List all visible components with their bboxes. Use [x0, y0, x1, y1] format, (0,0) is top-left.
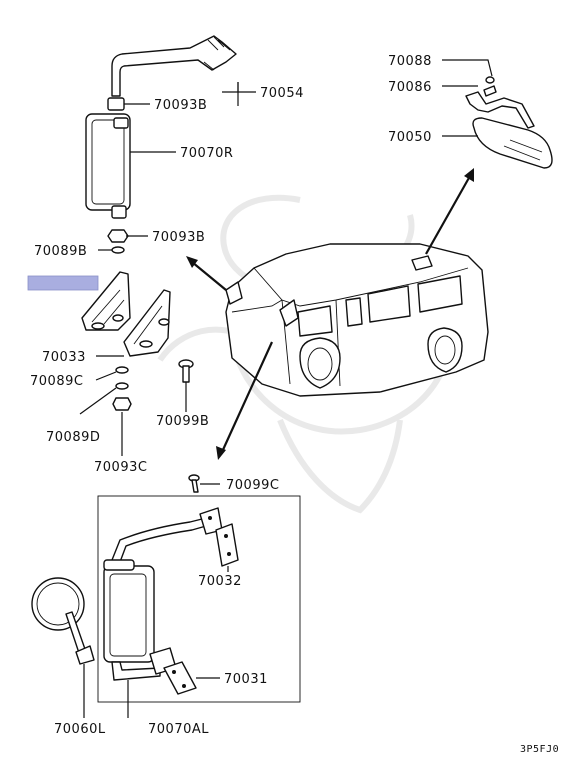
highlight-box — [27, 275, 99, 291]
label-70089D: 70089D — [46, 430, 100, 445]
mirror-assembly-70070AL — [103, 507, 223, 681]
label-70099C: 70099C — [226, 478, 279, 493]
nut-70093B-top — [107, 97, 125, 111]
label-70088: 70088 — [388, 54, 432, 69]
diagram-code: 3P5FJ0 — [520, 744, 559, 755]
label-70086: 70086 — [388, 80, 432, 95]
label-70089B: 70089B — [34, 244, 87, 259]
label-70093B-top: 70093B — [154, 98, 207, 113]
bracket-70033 — [81, 271, 171, 357]
plate-70032 — [215, 523, 239, 567]
nut-70093B-mid — [107, 229, 129, 243]
washer-70089B — [111, 246, 125, 254]
leader-lines-right — [442, 59, 493, 137]
leader-lines-left — [79, 82, 256, 485]
label-70060L: 70060L — [54, 722, 106, 737]
leader-lines-bottom — [83, 566, 229, 718]
round-mirror-70060L — [31, 577, 95, 665]
van-illustration — [225, 243, 489, 397]
label-70070AL: 70070AL — [148, 722, 209, 737]
mirror-70070R — [85, 113, 131, 219]
mirror-stay-70054 — [111, 35, 237, 97]
plate-70031 — [163, 661, 197, 695]
label-70099B: 70099B — [156, 414, 209, 429]
label-70031: 70031 — [224, 672, 268, 687]
label-70089C: 70089C — [30, 374, 83, 389]
label-70054: 70054 — [260, 86, 304, 101]
hardware-70089C-70089D-70093C — [112, 366, 132, 411]
arrows — [186, 168, 474, 460]
label-70033: 70033 — [42, 350, 86, 365]
assembly-box — [97, 495, 301, 703]
label-70032: 70032 — [198, 574, 242, 589]
label-70050: 70050 — [388, 130, 432, 145]
bolt-70099B — [178, 359, 194, 383]
label-70070R: 70070R — [180, 146, 233, 161]
mirror-70050 — [465, 76, 553, 169]
label-70093C: 70093C — [94, 460, 147, 475]
label-70093B-mid: 70093B — [152, 230, 205, 245]
bolt-70099C — [188, 474, 200, 493]
